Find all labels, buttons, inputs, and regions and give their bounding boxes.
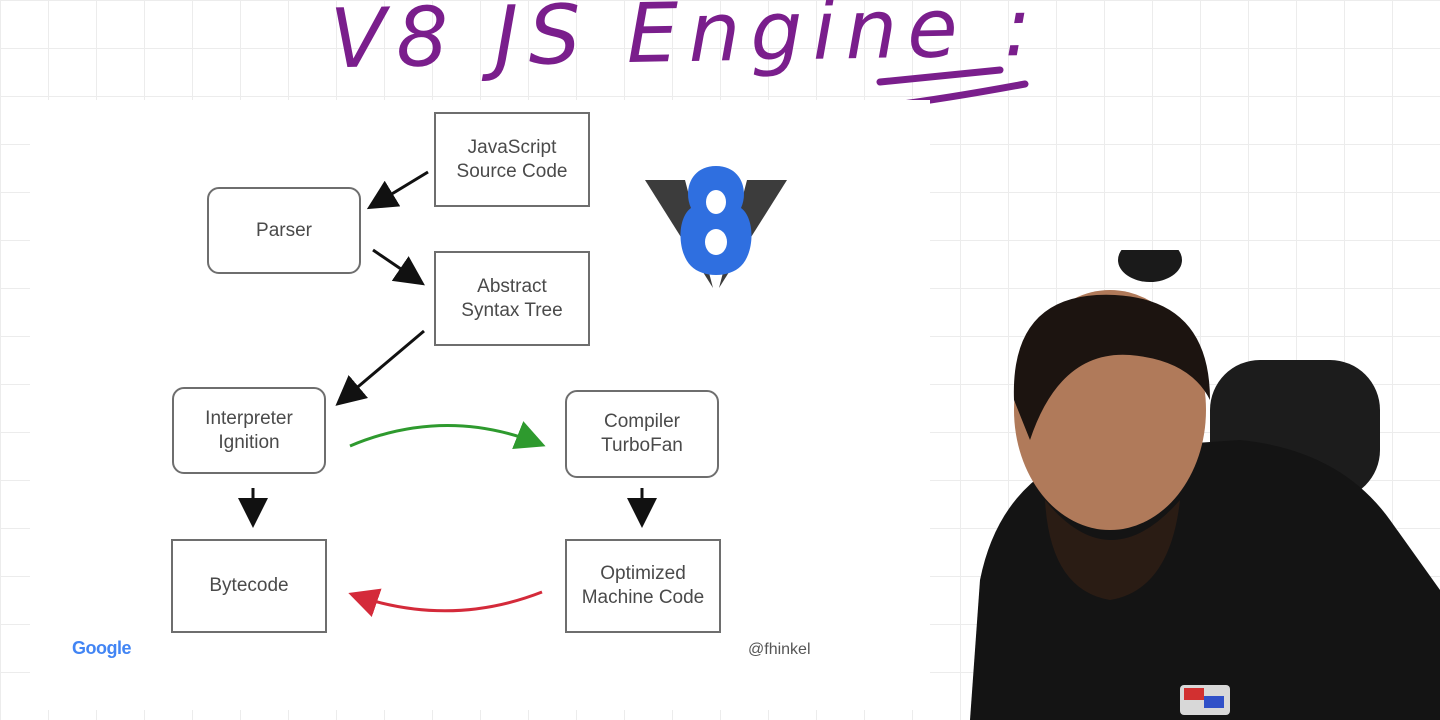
presenter-webcam-image <box>970 250 1440 720</box>
node-parser: Parser <box>207 187 361 274</box>
node-abstract-syntax-tree: Abstract Syntax Tree <box>434 251 590 346</box>
arrow-interpreter-to-compiler <box>349 421 546 450</box>
node-compiler-turbofan: Compiler TurboFan <box>565 390 719 478</box>
arrow-ast-to-interpreter <box>335 329 425 406</box>
arrow-machine-code-to-bytecode <box>348 588 543 617</box>
arrow-source-to-parser <box>366 170 429 210</box>
node-bytecode: Bytecode <box>171 539 327 633</box>
google-logo: Google <box>72 638 132 658</box>
node-optimized-machine-code: Optimized Machine Code <box>565 539 721 633</box>
author-handle: @fhinkel <box>748 641 811 658</box>
arrow-parser-to-ast <box>372 248 425 286</box>
node-source-code: JavaScript Source Code <box>434 112 590 207</box>
v8-logo-icon <box>645 166 787 288</box>
node-interpreter-ignition: Interpreter Ignition <box>172 387 326 474</box>
